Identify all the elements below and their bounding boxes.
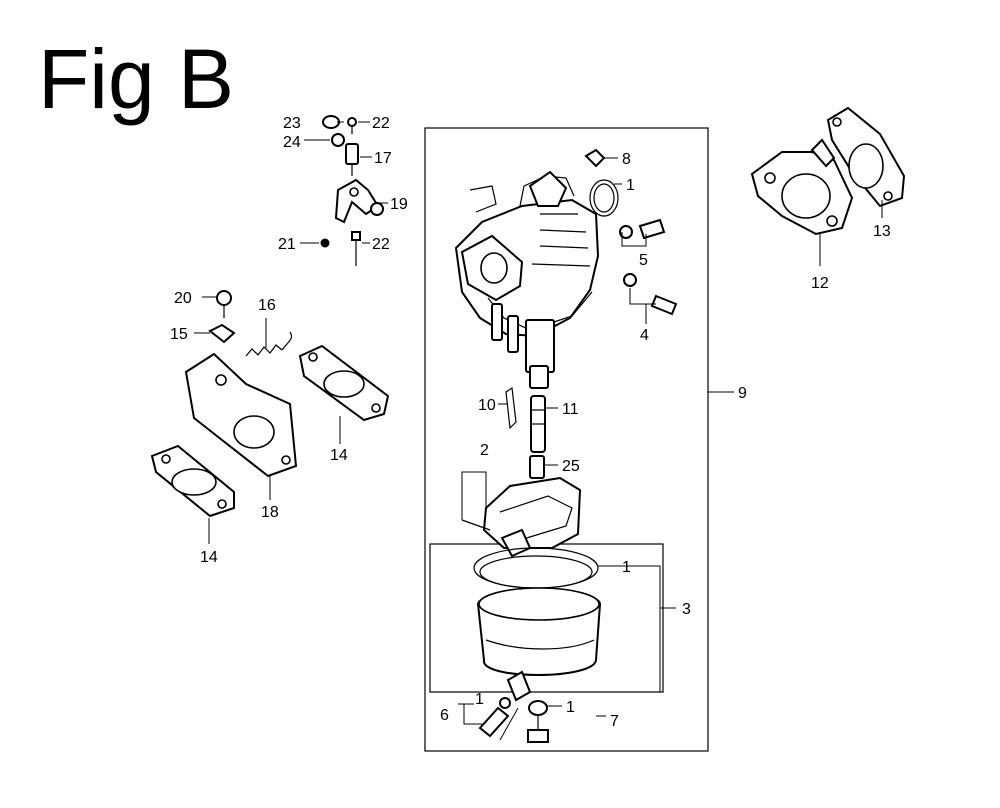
callout-8: 8: [622, 151, 631, 168]
callout-1-drain: 1: [475, 691, 484, 708]
float-bowl-group: [473, 547, 602, 743]
callout-24: 24: [283, 134, 301, 151]
part-1-drain-washer: [499, 697, 511, 709]
callout-2: 2: [480, 442, 489, 459]
part-7-bolt: [527, 729, 549, 743]
part-15-fitting: [208, 323, 236, 344]
callout-11: 11: [562, 401, 579, 418]
callout-1-bowl: 1: [622, 559, 631, 576]
callout-23: 23: [283, 115, 301, 132]
carburetor-body: [454, 170, 600, 389]
callout-22-top: 22: [372, 115, 390, 132]
part-5-screw: [638, 218, 666, 240]
callout-1-top: 1: [626, 177, 635, 194]
callout-25: 25: [562, 458, 580, 475]
callout-7: 7: [610, 713, 619, 730]
callout-6: 6: [440, 707, 449, 724]
figure-title: Fig B: [38, 32, 234, 126]
part-21-nut: [320, 238, 330, 248]
right-intake-group: [750, 106, 906, 236]
part-17-shaft: [345, 143, 359, 165]
part-18-insulator: [184, 352, 298, 478]
callouts: 23 22 24 17 19 21 22 20 16 15 14 18 14 8…: [170, 115, 891, 730]
callout-15: 15: [170, 326, 188, 343]
callout-18: 18: [261, 504, 279, 521]
callout-19: 19: [390, 196, 408, 213]
callout-17: 17: [374, 150, 392, 167]
part-2-float: [482, 476, 582, 549]
callout-16: 16: [258, 297, 276, 314]
part-1-o-ring-top: [589, 179, 619, 217]
callout-5: 5: [639, 252, 648, 269]
callout-20: 20: [174, 290, 192, 307]
part-25-jet: [529, 455, 545, 479]
part-22-screw-top: [347, 117, 357, 127]
callout-22-bottom: 22: [372, 236, 390, 253]
callout-13: 13: [873, 223, 891, 240]
carburetor-fittings: [584, 148, 678, 316]
callout-1-bolt: 1: [566, 699, 575, 716]
callout-14-left: 14: [200, 549, 218, 566]
callout-9: 9: [738, 385, 747, 402]
part-24-washer: [331, 133, 345, 147]
part-5-washer: [619, 225, 633, 239]
leader-lines: [194, 121, 883, 741]
callout-14-right: 14: [330, 447, 348, 464]
part-1-bolt-washer: [528, 700, 548, 716]
part-10-gasket: [505, 386, 517, 430]
part-20-screw: [216, 290, 232, 306]
part-19-arm: [334, 178, 380, 224]
callout-21: 21: [278, 236, 296, 253]
carburetor-assembly-box: [424, 127, 709, 752]
part-16-spring: [245, 331, 293, 357]
part-4-screw: [650, 294, 678, 316]
part-4-washer: [623, 273, 637, 287]
part-6-drain-screw: [478, 706, 510, 738]
part-8-cap: [584, 148, 606, 168]
callout-12: 12: [811, 275, 829, 292]
governor-linkage: [320, 115, 384, 266]
callout-10: 10: [478, 397, 496, 414]
carburetor-nozzle: [525, 319, 555, 373]
callout-3: 3: [682, 601, 691, 618]
part-23-washer: [322, 115, 340, 129]
left-intake-group: [150, 290, 390, 518]
callout-4: 4: [640, 327, 649, 344]
